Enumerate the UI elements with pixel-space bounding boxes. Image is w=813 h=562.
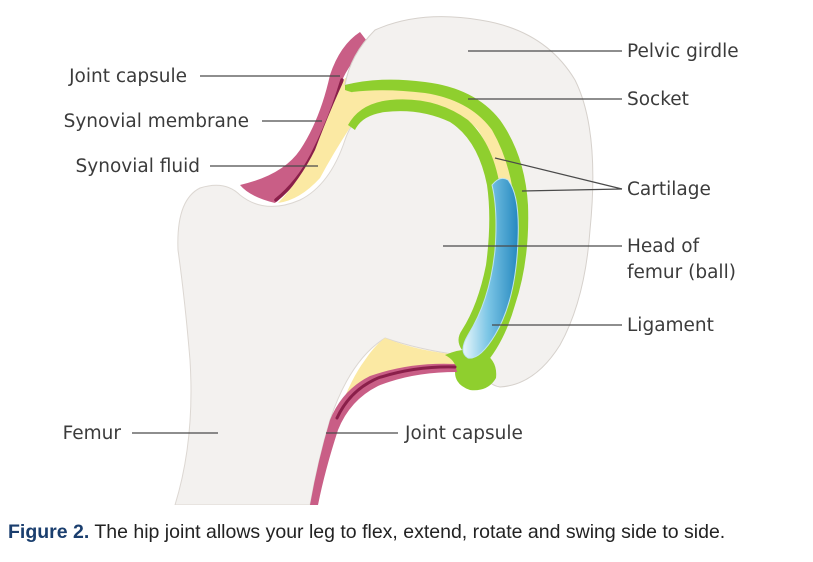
label-synovial-membrane: Synovial membrane <box>64 111 249 132</box>
label-ligament: Ligament <box>627 315 714 336</box>
label-socket: Socket <box>627 89 689 110</box>
figure-caption-label: Figure 2. <box>8 521 90 543</box>
label-cartilage: Cartilage <box>627 179 711 200</box>
lower-cartilage <box>445 349 497 391</box>
label-pelvic-girdle: Pelvic girdle <box>627 41 739 62</box>
label-femur: Femur <box>63 423 122 444</box>
label-joint-capsule-bottom: Joint capsule <box>404 423 523 444</box>
femur-bone <box>174 102 502 505</box>
joint-capsule-lower <box>310 363 457 505</box>
figure-caption-text: The hip joint allows your leg to flex, e… <box>89 521 726 543</box>
synovial-fluid-lower <box>338 338 467 415</box>
synovial-membrane-lower <box>335 365 457 420</box>
ligament <box>462 177 519 359</box>
hip-joint-diagram: Joint capsule Synovial membrane Synovial… <box>63 16 739 505</box>
joint-capsule-upper <box>240 32 370 203</box>
label-head-of-femur-line1: Head of <box>627 236 700 257</box>
label-joint-capsule-top: Joint capsule <box>68 66 187 87</box>
label-synovial-fluid: Synovial fluid <box>76 156 200 177</box>
leader-cartilage-b <box>521 188 623 192</box>
figure-caption: Figure 2. The hip joint allows your leg … <box>8 521 808 544</box>
label-head-of-femur-line2: femur (ball) <box>627 262 736 283</box>
leader-cartilage-a <box>494 157 623 190</box>
